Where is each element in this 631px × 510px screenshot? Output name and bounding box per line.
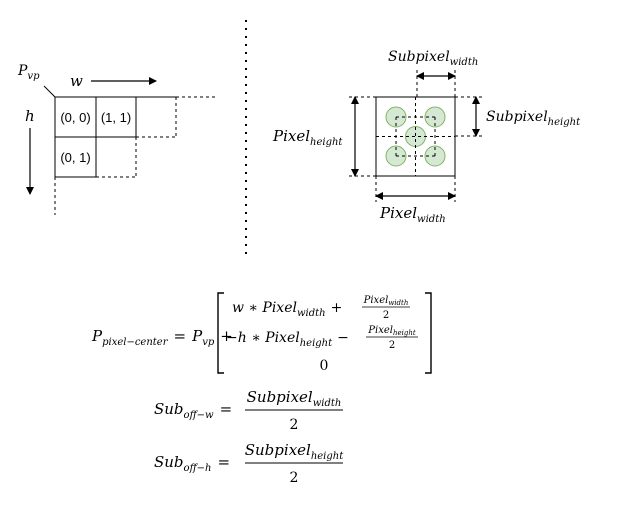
extension-lines	[349, 70, 482, 202]
pixel-detail: Subpixelwidth Subpixelheight Pixelheight…	[272, 49, 581, 225]
cell-label: (1, 1)	[101, 110, 131, 125]
cell-label: (0, 0)	[60, 110, 90, 125]
sub-off-h-num: Subpixelheight	[245, 441, 344, 462]
left-bracket	[217, 292, 224, 374]
matrix-row-2: −h ∗ Pixelheight−	[226, 330, 349, 349]
subpixel-width-label: Subpixelwidth	[388, 49, 478, 68]
formula-lhs: Ppixel−center=Pvp+	[91, 327, 233, 348]
sub-off-h-den: 2	[290, 470, 299, 486]
subpixel-samples	[385, 106, 446, 167]
formula-sub-off-h: Suboff−h= Subpixelheight 2	[154, 441, 344, 486]
pixel-grid	[54, 96, 176, 178]
formula-sub-off-w: Suboff−w= Subpixelwidth 2	[154, 388, 343, 433]
pvp-pointer	[43, 85, 56, 98]
w-label: w	[70, 72, 83, 90]
matrix-row-1: w ∗ Pixelwidth+	[232, 300, 342, 319]
sub-off-w-den: 2	[290, 417, 299, 433]
right-bracket	[425, 292, 432, 374]
sub-off-w-num: Subpixelwidth	[247, 388, 342, 409]
pvp-label: Pvp	[17, 63, 40, 82]
left-grid: Pvp w h (0, 0) (1, 1) (0, 1)	[17, 63, 215, 215]
row2-frac-den: 2	[389, 340, 395, 351]
h-label: h	[25, 107, 35, 125]
row2-frac-num: Pixelheight	[367, 325, 416, 337]
matrix-row-3: 0	[320, 358, 329, 374]
formula-pixel-center: Ppixel−center=Pvp+ w ∗ Pixelwidth+ Pixel…	[91, 292, 432, 374]
sub-off-w-lhs: Suboff−w=	[154, 400, 232, 421]
pixel-height-label: Pixelheight	[272, 127, 343, 148]
subpixel-height-label: Subpixelheight	[486, 109, 581, 128]
sub-off-h-lhs: Suboff−h=	[154, 453, 230, 474]
row1-frac-den: 2	[383, 310, 389, 321]
pixel-grid-extension	[54, 96, 215, 215]
row1-frac-num: Pixelwidth	[363, 295, 409, 307]
cell-label: (0, 1)	[60, 150, 90, 165]
pixel-width-label: Pixelwidth	[379, 204, 446, 225]
subpixel-grid-lines	[376, 97, 455, 176]
